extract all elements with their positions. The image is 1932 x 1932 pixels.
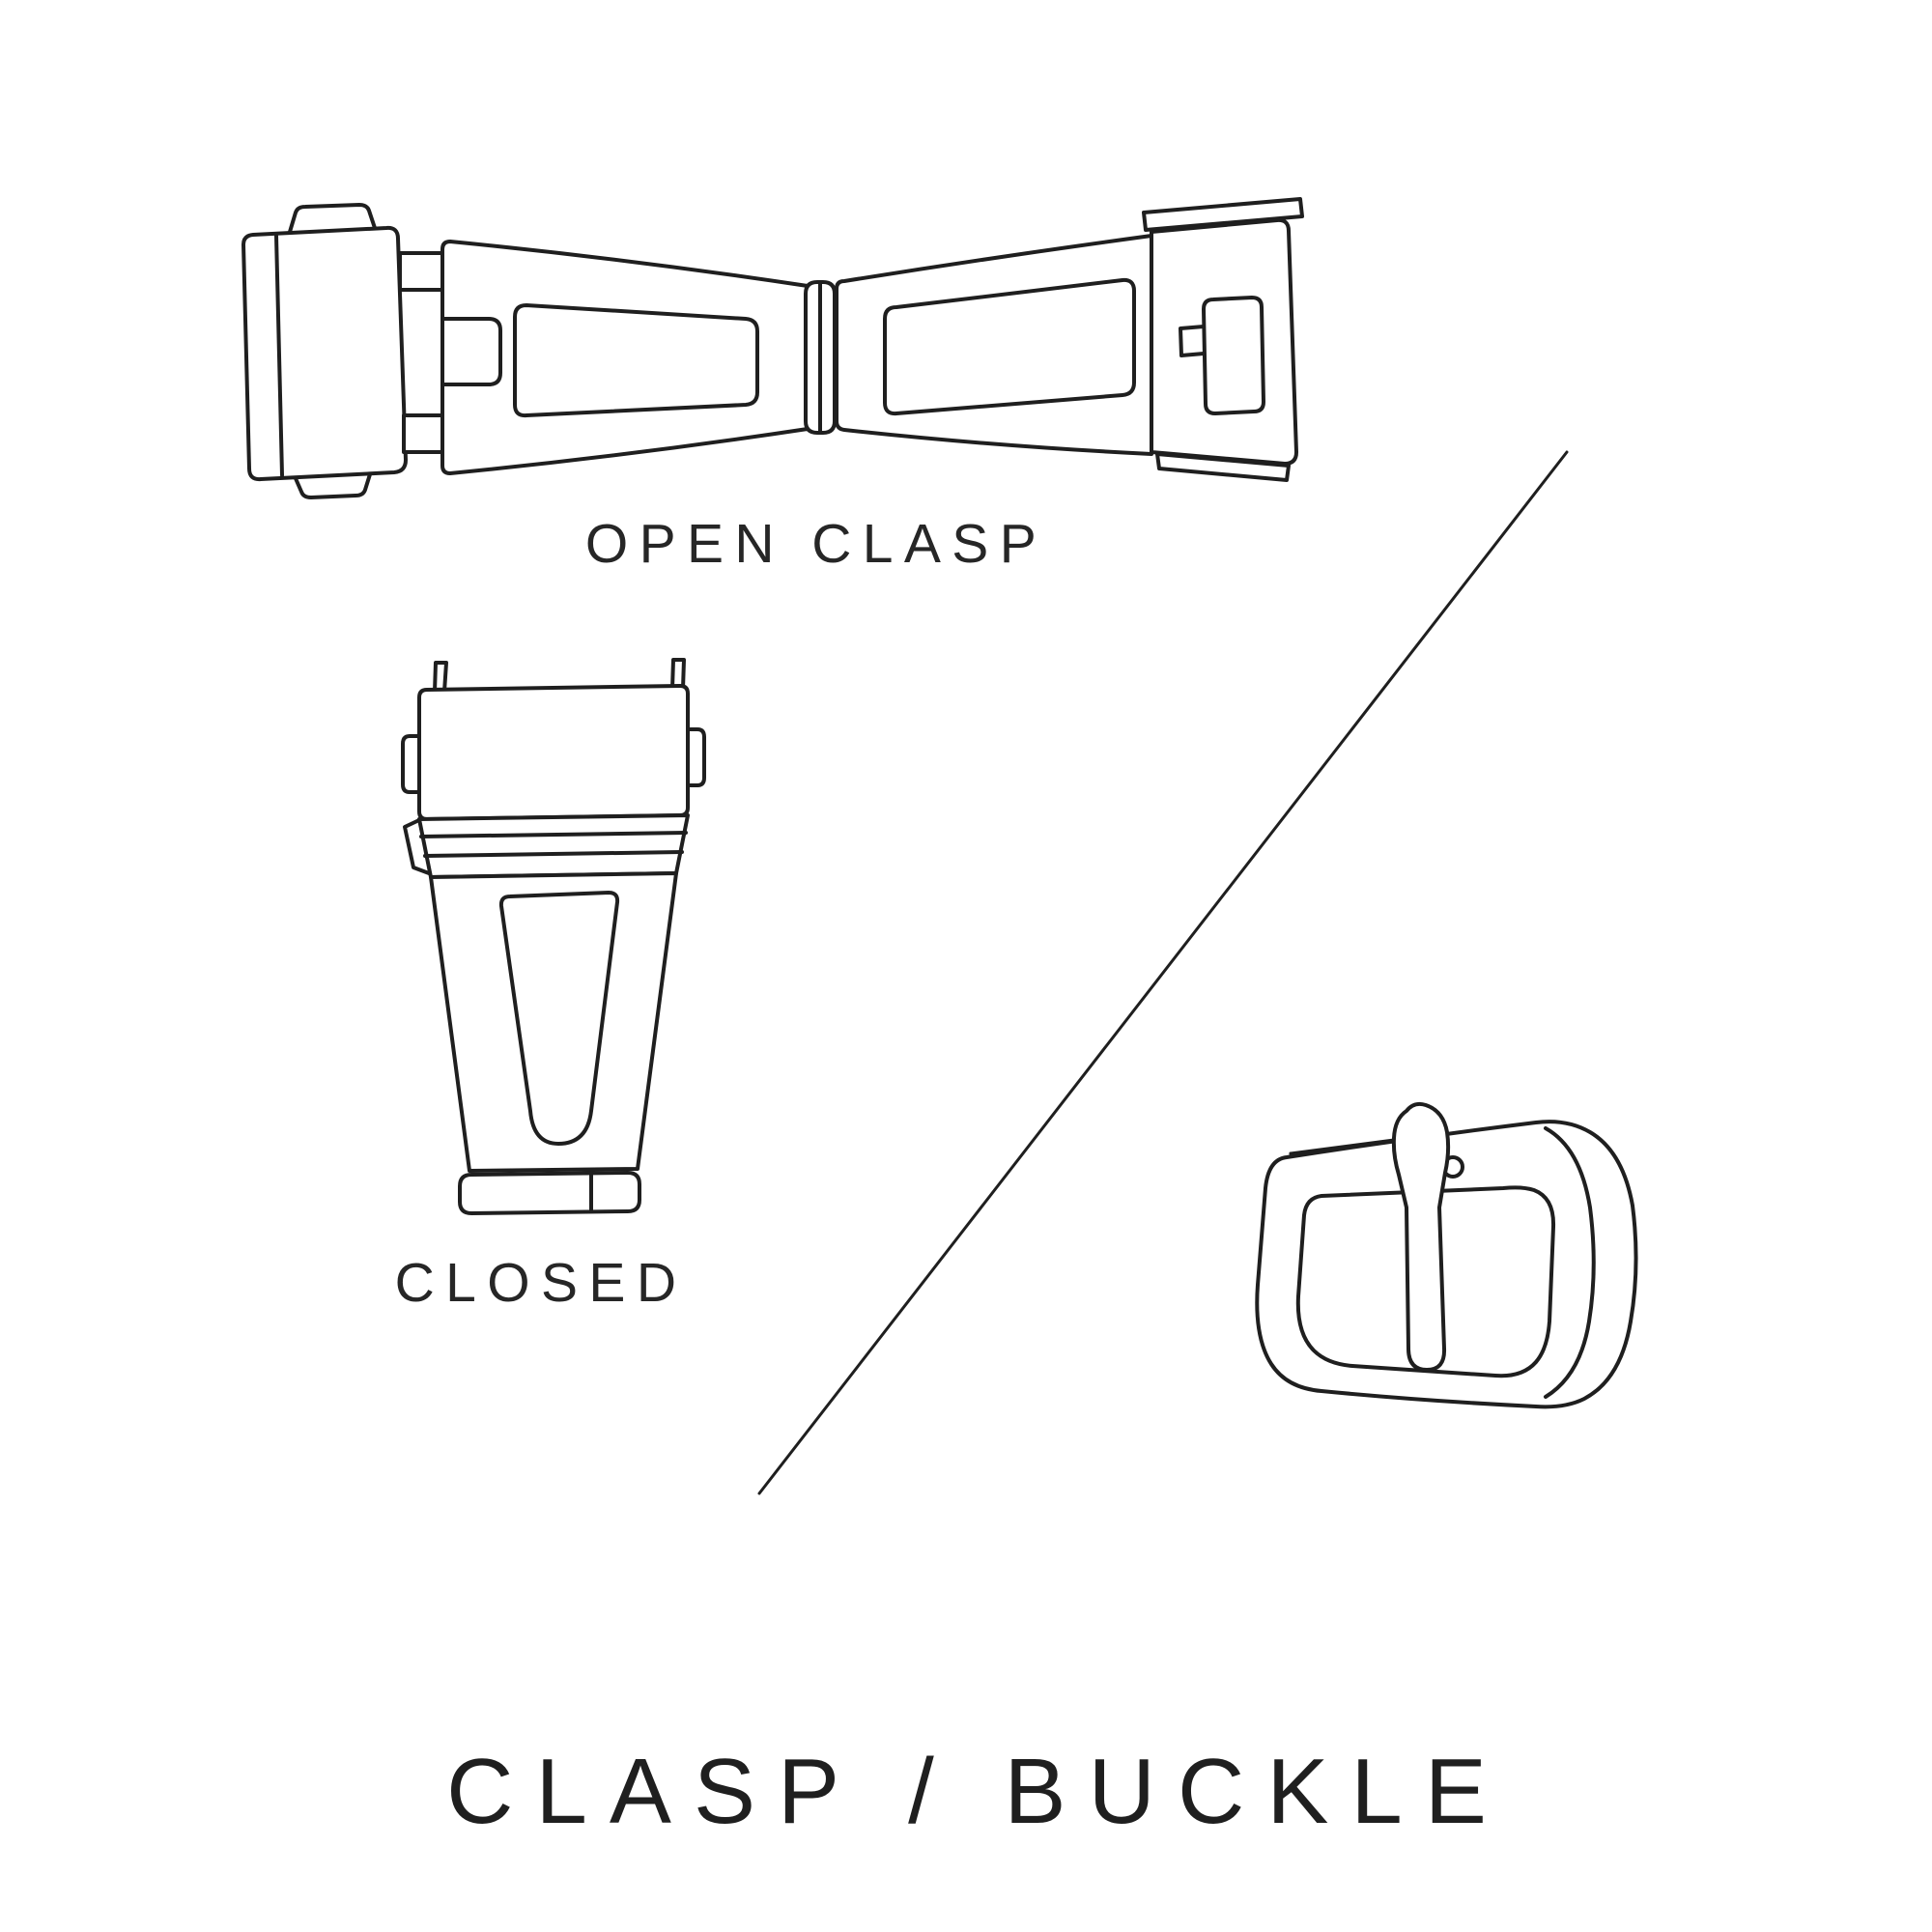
closed-clasp-illustration bbox=[401, 658, 706, 1215]
closed-label: CLOSED bbox=[394, 1252, 688, 1314]
open-clasp-label: OPEN CLASP bbox=[584, 513, 1048, 575]
page-title: CLASP / BUCKLE bbox=[446, 1740, 1509, 1843]
buckle-illustration bbox=[1255, 1101, 1638, 1409]
open-clasp-illustration bbox=[242, 197, 1304, 499]
divider-line bbox=[757, 450, 1569, 1495]
